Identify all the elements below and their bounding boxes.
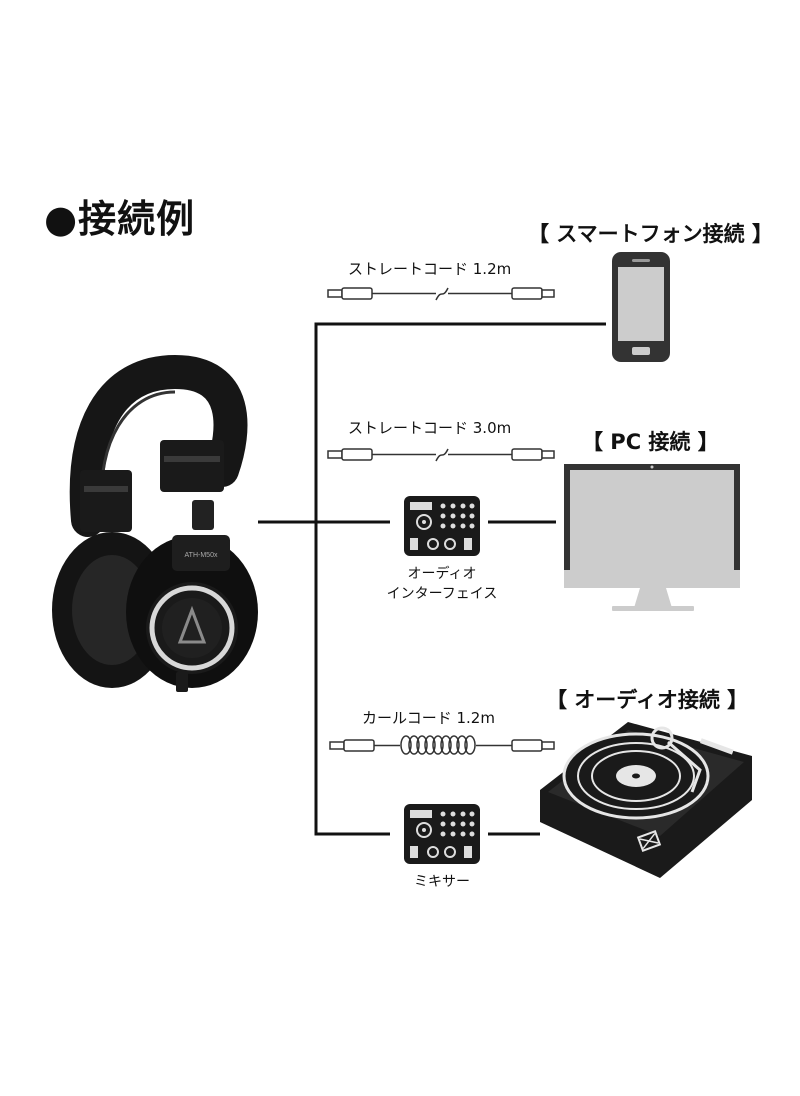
page-title: ●接続例	[44, 197, 196, 241]
mixer-icon	[404, 804, 480, 864]
turntable-icon	[540, 722, 752, 878]
mixer-label: ミキサー	[414, 874, 470, 890]
section-audio-label: 【 オーディオ接続 】	[546, 688, 749, 712]
model-text: ATH-M50x	[185, 552, 218, 559]
straight-cable-long-image	[327, 448, 555, 462]
cable-coiled-label: カールコード 1.2m	[362, 709, 495, 727]
coiled-cable-image	[329, 735, 555, 755]
straight-cable-short-image	[327, 287, 555, 301]
connection-lines	[258, 322, 606, 836]
headphones-image: ATH-M50x	[52, 354, 258, 692]
cable-straight-short-label: ストレートコード 1.2m	[348, 260, 512, 278]
section-smartphone-label: 【 スマートフォン接続 】	[528, 222, 773, 246]
audio-interface-label-line2: インターフェイス	[386, 586, 498, 602]
audio-interface-label: オーディオ インターフェイス	[362, 564, 522, 604]
section-pc-label: 【 PC 接続 】	[582, 430, 719, 454]
smartphone-icon	[612, 252, 670, 362]
audio-interface-label-line1: オーディオ	[407, 566, 477, 582]
cable-straight-long-label: ストレートコード 3.0m	[348, 419, 512, 437]
audio-interface-icon	[404, 496, 480, 556]
pc-monitor-icon	[564, 464, 740, 611]
